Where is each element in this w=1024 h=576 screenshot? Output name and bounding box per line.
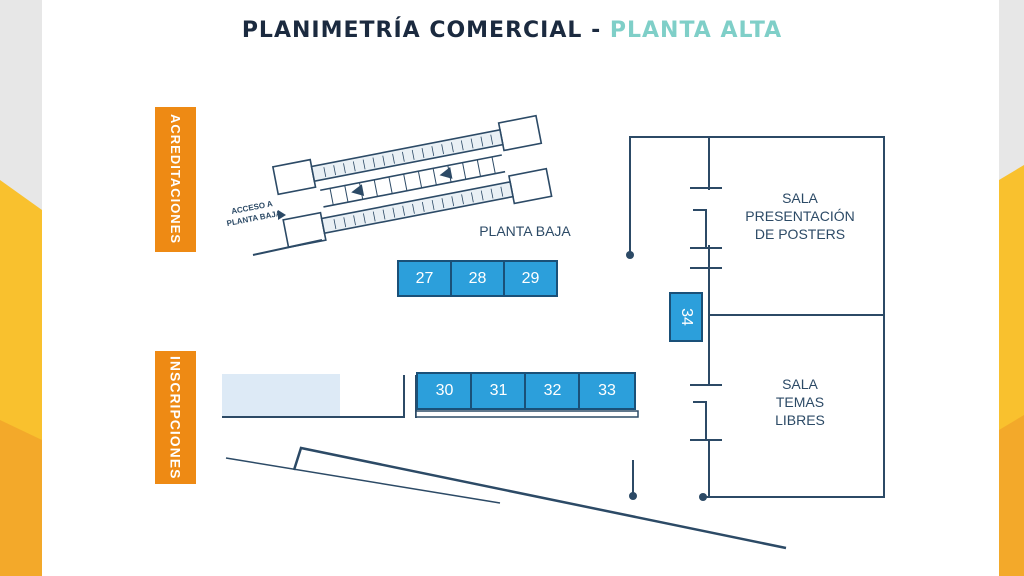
inscripciones-tab: INSCRIPCIONES: [155, 351, 196, 484]
title-main: PLANIMETRÍA COMERCIAL: [241, 18, 583, 43]
booth-29[interactable]: 29: [503, 260, 558, 297]
rooms: [629, 136, 885, 498]
booth-28[interactable]: 28: [450, 260, 505, 297]
sala-posters-label: SALA PRESENTACIÓN DE POSTERS: [730, 189, 870, 243]
booth-34[interactable]: 34: [669, 292, 703, 342]
sala-temas-label: SALA TEMAS LIBRES: [730, 375, 870, 429]
sala-posters-line2: PRESENTACIÓN: [745, 208, 855, 224]
page-title: PLANIMETRÍA COMERCIAL - PLANTA ALTA: [0, 18, 1024, 43]
sala-posters-line1: SALA: [782, 190, 818, 206]
booth-34-label: 34: [677, 308, 695, 326]
booth-27[interactable]: 27: [397, 260, 452, 297]
sala-temas-line1: SALA: [782, 376, 818, 392]
sala-temas-line2: TEMAS: [775, 394, 825, 410]
title-separator: -: [591, 18, 602, 43]
escalators: [271, 114, 553, 249]
booth-32[interactable]: 32: [524, 372, 581, 410]
sala-posters-line3: DE POSTERS: [754, 226, 846, 242]
sala-temas-line3: LIBRES: [775, 412, 825, 428]
planta-baja-label: PLANTA BAJA: [479, 223, 571, 239]
acreditaciones-tab: ACREDITACIONES: [155, 107, 196, 252]
booth-31[interactable]: 31: [470, 372, 527, 410]
title-accent: PLANTA ALTA: [609, 18, 783, 43]
acreditaciones-label: ACREDITACIONES: [168, 114, 183, 245]
booth-30[interactable]: 30: [416, 372, 473, 410]
booth-33[interactable]: 33: [578, 372, 636, 410]
inscripciones-label: INSCRIPCIONES: [167, 355, 184, 480]
inscripciones-area: [222, 374, 340, 416]
access-arrow-icon: [278, 210, 286, 220]
